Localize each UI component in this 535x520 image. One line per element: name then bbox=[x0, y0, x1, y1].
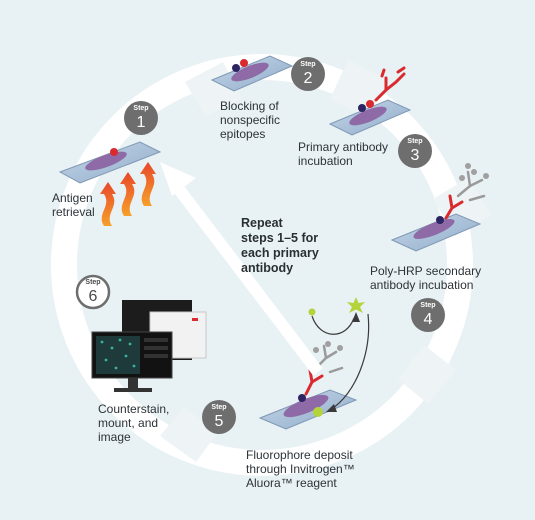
step-badge-1-word: Step bbox=[133, 105, 148, 112]
fluorophore-dot bbox=[308, 308, 316, 316]
secondary-antibody-icon bbox=[456, 170, 486, 202]
step-badge-5-num: 5 bbox=[215, 413, 224, 430]
tissue-3 bbox=[349, 106, 387, 126]
step-badge-1: Step 1 bbox=[124, 101, 158, 135]
step2-label: Blocking of nonspecific epitopes bbox=[220, 99, 281, 141]
step4-illustration bbox=[390, 163, 489, 252]
fluorophore-deposit bbox=[313, 407, 323, 417]
hrp-polymer-icon bbox=[459, 163, 489, 181]
step6-label: Counterstain, mount, and image bbox=[98, 402, 170, 444]
heat-arrows-icon bbox=[100, 162, 156, 226]
step-badge-5: Step 5 bbox=[202, 400, 236, 434]
step5-illustration bbox=[258, 297, 370, 430]
step-badge-4-num: 4 bbox=[424, 311, 433, 328]
ring-chevron-5 bbox=[160, 407, 218, 462]
tissue-4 bbox=[413, 219, 455, 239]
antigen-1 bbox=[110, 148, 118, 156]
primary-antibody-icon bbox=[374, 66, 406, 102]
step-badge-3: Step 3 bbox=[398, 134, 432, 168]
step-badge-2: Step 2 bbox=[291, 57, 325, 91]
step-badge-4-word: Step bbox=[420, 302, 435, 309]
step-badge-3-word: Step bbox=[407, 138, 422, 145]
step-badge-1-num: 1 bbox=[137, 114, 146, 131]
step4-label: Poly-HRP secondary antibody incubation bbox=[370, 264, 482, 292]
step-badge-2-num: 2 bbox=[304, 70, 313, 87]
step3-illustration bbox=[328, 66, 412, 136]
ring-chevron-4 bbox=[398, 345, 456, 404]
blocker-2 bbox=[232, 64, 240, 72]
reaction-arrow bbox=[311, 315, 355, 335]
tissue-5 bbox=[283, 394, 329, 418]
step-badge-3-num: 3 bbox=[411, 147, 420, 164]
step-badge-6-num: 6 bbox=[89, 288, 98, 305]
step1-illustration bbox=[58, 141, 162, 226]
antigen-2 bbox=[240, 59, 248, 67]
antibody-stack-icon bbox=[304, 368, 324, 396]
step5-label: Fluorophore deposit through Invitrogen™ … bbox=[246, 448, 355, 490]
tissue-2 bbox=[231, 62, 269, 82]
activated-fluorophore-icon bbox=[347, 297, 365, 313]
step1-label: Antigen retrieval bbox=[52, 191, 95, 219]
step-badge-5-word: Step bbox=[211, 404, 226, 411]
step6-illustration bbox=[91, 300, 207, 392]
step-badge-6: Step 6 bbox=[75, 274, 111, 310]
repeat-arrow bbox=[160, 162, 323, 376]
step-badge-4: Step 4 bbox=[411, 298, 445, 332]
deposit-arrow bbox=[329, 313, 370, 411]
tissue-1 bbox=[85, 151, 127, 171]
repeat-instruction: Repeat steps 1–5 for each primary antibo… bbox=[241, 216, 319, 275]
primary-antibody-icon-4 bbox=[444, 194, 464, 220]
step-badge-6-word: Step bbox=[85, 279, 100, 286]
step3-label: Primary antibody incubation bbox=[298, 140, 389, 168]
step2-illustration bbox=[210, 55, 294, 92]
step-badge-2-word: Step bbox=[300, 61, 315, 68]
